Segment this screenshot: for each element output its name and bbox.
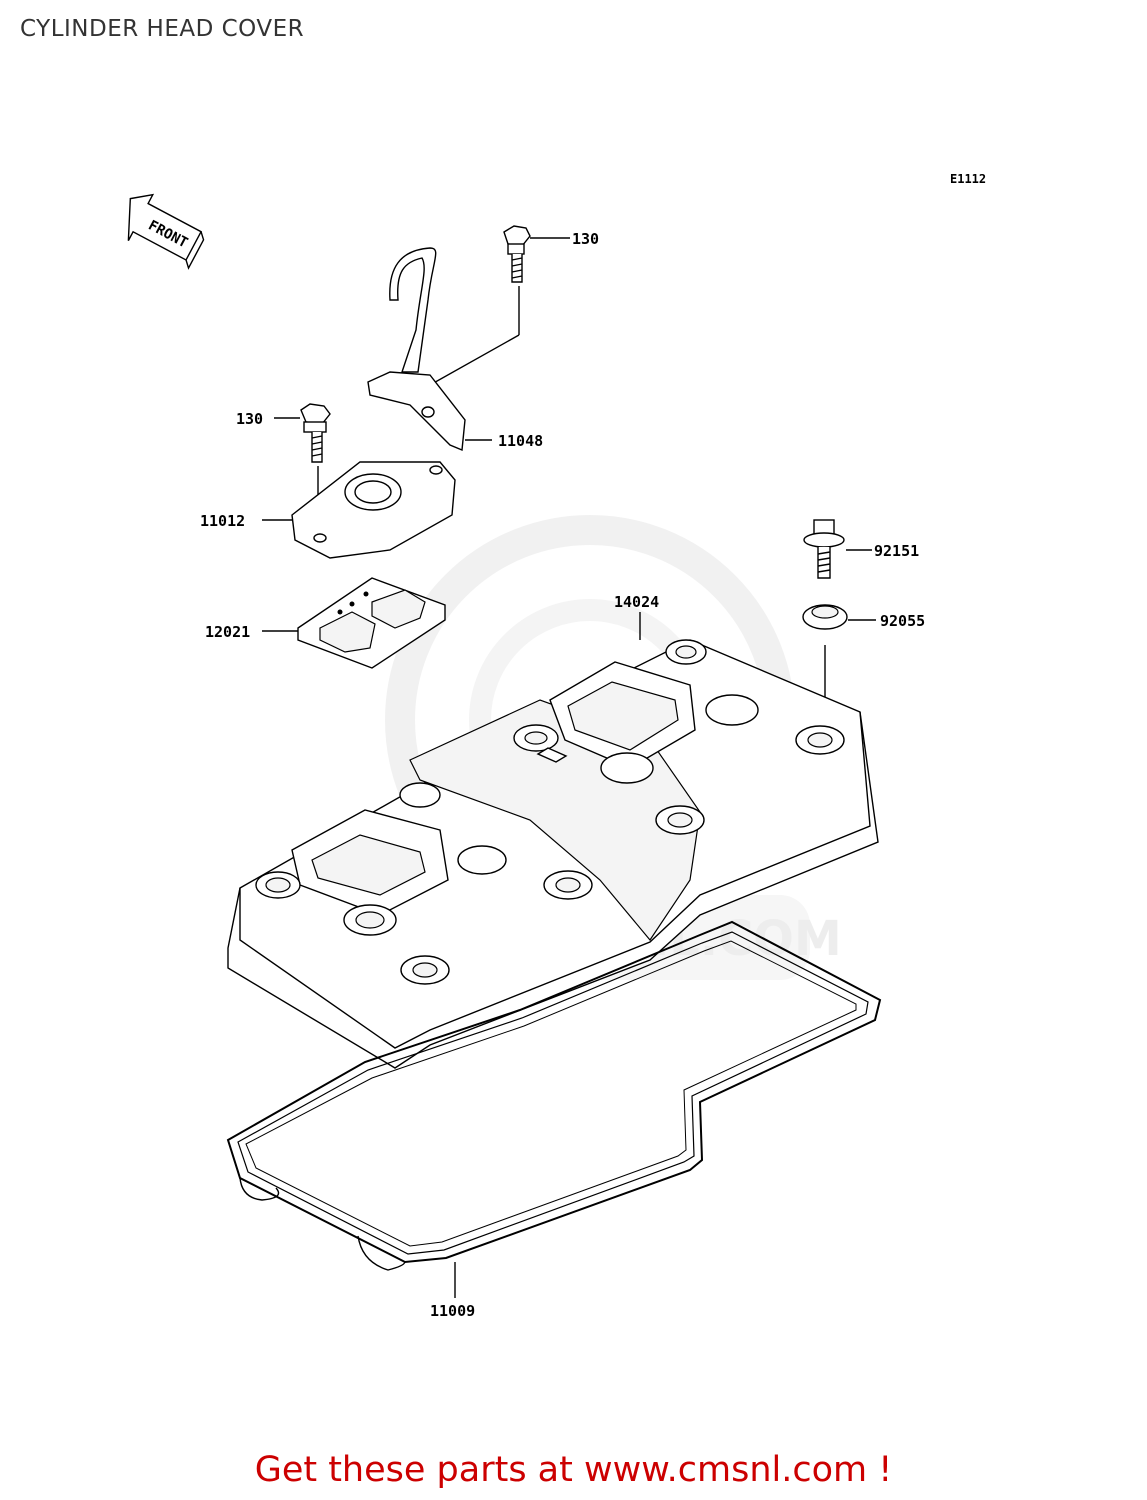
bracket-11048: [367, 247, 492, 452]
cylinder-head-cover-14024: [227, 612, 879, 1069]
bolt-130-upper: [429, 225, 570, 386]
bolt-130-lower: [274, 403, 331, 530]
cover-gasket-11009: [226, 920, 882, 1298]
part-label-130-upper[interactable]: 130: [572, 230, 599, 248]
part-label-92055[interactable]: 92055: [880, 612, 925, 630]
bolt-92151: [803, 519, 872, 579]
part-label-11009[interactable]: 11009: [430, 1302, 475, 1320]
page-title: CYLINDER HEAD COVER: [20, 16, 305, 42]
part-label-92151[interactable]: 92151: [874, 542, 919, 560]
cover-plate-11012: [262, 461, 456, 559]
part-label-11048[interactable]: 11048: [498, 432, 543, 450]
diagram-code: E1112: [950, 172, 987, 186]
front-arrow-icon: FRONT: [127, 193, 205, 270]
part-label-11012[interactable]: 11012: [200, 512, 245, 530]
part-label-130-lower[interactable]: 130: [236, 410, 263, 428]
footer-link[interactable]: Get these parts at www.cmsnl.com !: [254, 1450, 893, 1490]
gasket-12021: [262, 577, 446, 669]
washer-92055: [802, 604, 876, 720]
part-label-12021[interactable]: 12021: [205, 623, 250, 641]
part-label-14024[interactable]: 14024: [614, 593, 659, 611]
